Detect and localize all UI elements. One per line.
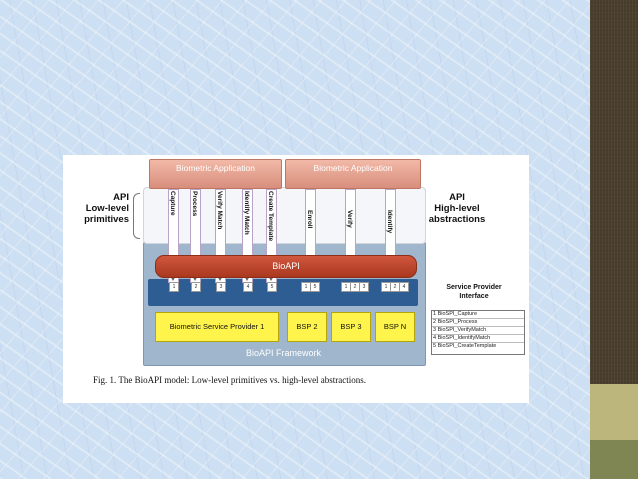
spi-number-box: 5 [267, 282, 277, 292]
low-level-call-label: Process [191, 191, 198, 217]
legend-item: 1 BioSPI_Capture [432, 311, 524, 319]
bsp-3: BSP 3 [331, 312, 371, 342]
low-level-call-label: Capture [169, 191, 176, 216]
figure-caption: Fig. 1. The BioAPI model: Low-level prim… [93, 375, 367, 385]
high-level-call-label: Verify [346, 210, 353, 228]
high-level-label-line: abstractions [428, 214, 486, 225]
high-level-label-line: API [449, 192, 465, 203]
spi-number-box: 4 [243, 282, 253, 292]
legend-item: 3 BioSPI_VerifyMatch [432, 327, 524, 335]
down-arrow-icon [170, 276, 176, 281]
side-accent-dark [590, 440, 638, 479]
down-arrow-icon [244, 276, 250, 281]
low-level-call-label: Identify Match [243, 191, 250, 235]
low-level-call-label: Create Template [267, 191, 274, 242]
low-level-label-line: API [113, 192, 129, 203]
bsp-n: BSP N [375, 312, 415, 342]
spi-number-box: 4 [399, 282, 409, 292]
framework-label: BioAPI Framework [245, 348, 322, 358]
legend-item: 5 BioSPI_CreateTemplate [433, 343, 497, 349]
low-level-call-label: Verify Match [216, 191, 223, 230]
side-accent-light [590, 384, 638, 440]
service-provider-interface-band [148, 279, 418, 306]
down-arrow-icon [192, 276, 198, 281]
high-level-call-label: Identify [386, 210, 393, 234]
down-arrow-icon [217, 276, 223, 281]
low-level-label: API Low-level primitives [63, 192, 129, 225]
legend-item: 2 BioSPI_Process [432, 319, 524, 327]
spi-number-box: 3 [216, 282, 226, 292]
spi-number-box: 2 [191, 282, 201, 292]
bioapi-layer: BioAPI [155, 255, 417, 278]
down-arrow-icon [268, 276, 274, 281]
low-level-label-line: primitives [84, 214, 129, 225]
high-level-label: API High-level abstractions [423, 192, 491, 225]
spi-label-line: Interface [459, 293, 489, 300]
api-call-strip [143, 187, 426, 244]
biometric-application-1: Biometric Application [149, 159, 282, 189]
bioapi-figure: API Low-level primitives API High-level … [63, 155, 529, 403]
legend-item: 4 BioSPI_IdentifyMatch [432, 335, 524, 343]
spi-legend: 1 BioSPI_Capture 2 BioSPI_Process 3 BioS… [431, 310, 525, 355]
bsp-2: BSP 2 [287, 312, 327, 342]
high-level-call-label: Enroll [306, 210, 313, 229]
bsp-1: Biometric Service Provider 1 [155, 312, 279, 342]
spi-label: Service Provider Interface [431, 283, 517, 301]
left-brace [133, 193, 140, 239]
spi-number-box: 1 [169, 282, 179, 292]
high-level-label-line: High-level [434, 203, 480, 214]
spi-number-box: 3 [359, 282, 369, 292]
biometric-application-2: Biometric Application [285, 159, 421, 189]
spi-label-line: Service Provider [446, 284, 502, 291]
spi-number-box: 5 [310, 282, 320, 292]
low-level-label-line: Low-level [85, 203, 129, 214]
